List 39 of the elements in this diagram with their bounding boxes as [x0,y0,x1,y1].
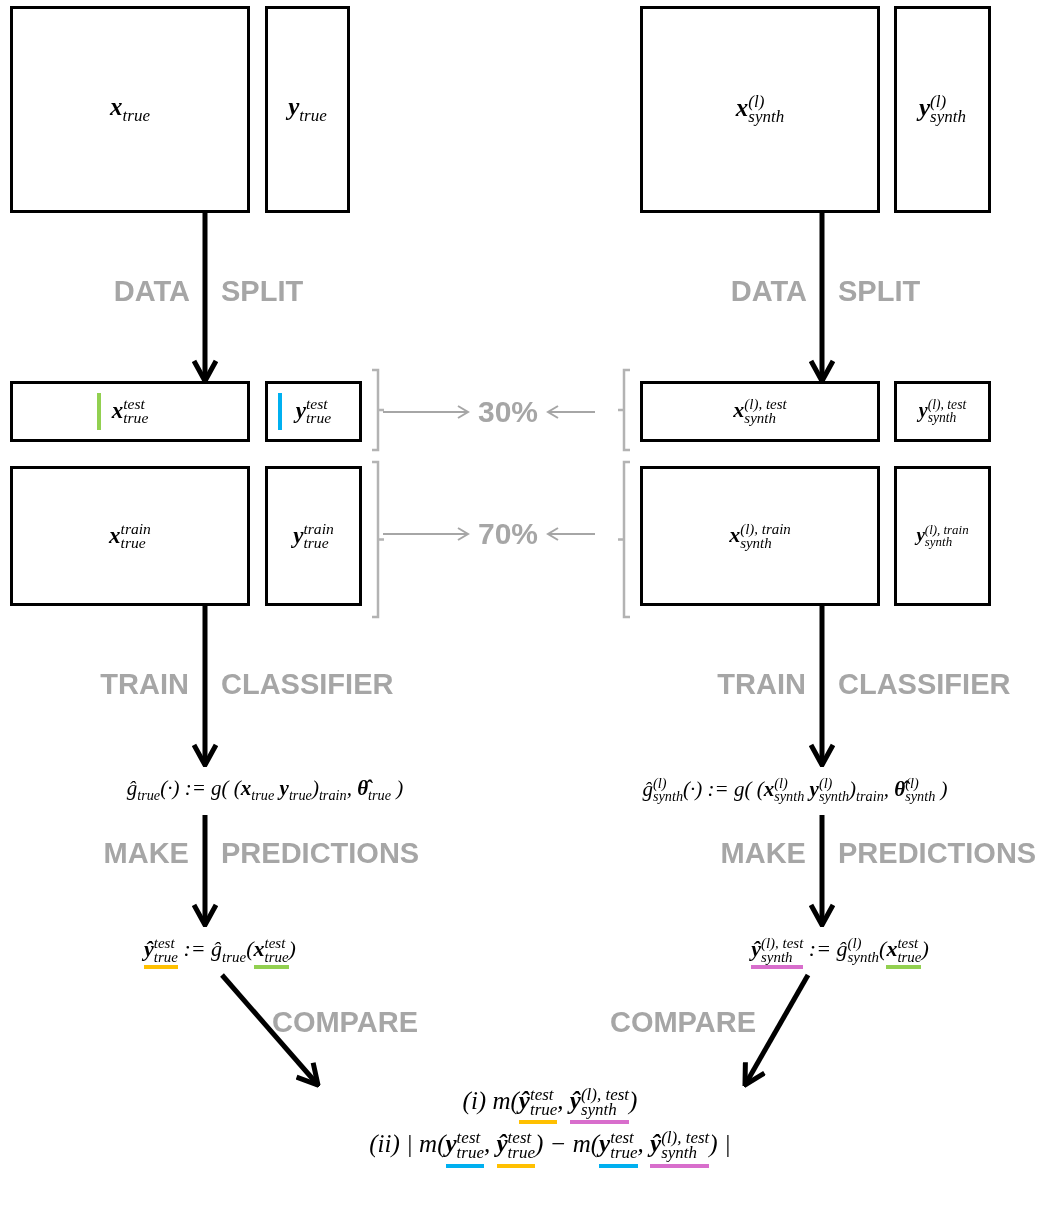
edge-label: DATA SPLIT [113,274,304,308]
data-block [10,6,250,213]
data-block [10,381,250,442]
edge-label: DATA SPLIT [730,274,921,308]
arrow [191,815,219,928]
arrow [808,606,836,768]
data-block [894,6,991,213]
arrow [547,527,596,541]
edge-label: MAKE PREDICTIONS [720,836,1037,870]
formula: (ii) | m(y$_{true}$$^{test}$, ŷ$_{true}$$^{test}$) − m(y$_{true}$$^{test}$, ŷ$_{synth}$$^{(l), test}$) | [369,1128,731,1164]
arrow [220,973,321,1088]
arrow [382,405,469,419]
math-label: y$_{true}$ [288,93,327,126]
data-block [894,381,991,442]
edge-label: COMPARE [271,1005,419,1039]
arrow [742,973,811,1088]
edge-label: TRAIN CLASSIFIER [717,667,1011,701]
edge-label: TRAIN CLASSIFIER [100,667,394,701]
edge-label: COMPARE [609,1005,757,1039]
arrow [191,606,219,768]
percentage-label: 30% [477,395,538,429]
data-block [265,466,362,606]
data-block [10,466,250,606]
formula: (i) m(ŷ$_{true}$$^{test}$, ŷ$_{synth}$$^{(l), test}$) [462,1085,638,1121]
data-block [640,381,880,442]
formula: ŷ$_{true}$$^{test}$ := ĝ$_{true}$(x$_{true}$$^{test}$) [144,934,296,966]
data-block [640,6,880,213]
data-block [265,381,362,442]
formula: ŷ$_{synth}$$^{(l), test}$ := ĝ$_{synth}$$^{(l)}$(x$_{true}$$^{test}$) [751,934,929,966]
data-block [640,466,880,606]
formula: ĝ$_{true}$(·) := g( (x$_{true}$ y$_{true}$)$_{train}$, θ̂$_{true}$ ) [126,775,404,805]
arrow [382,527,469,541]
arrow [808,815,836,928]
edge-label: MAKE PREDICTIONS [103,836,420,870]
math-label: x$_{true}$ [110,93,150,126]
data-block [265,6,350,213]
percentage-label: 70% [477,517,538,551]
data-block [894,466,991,606]
arrow [547,405,596,419]
